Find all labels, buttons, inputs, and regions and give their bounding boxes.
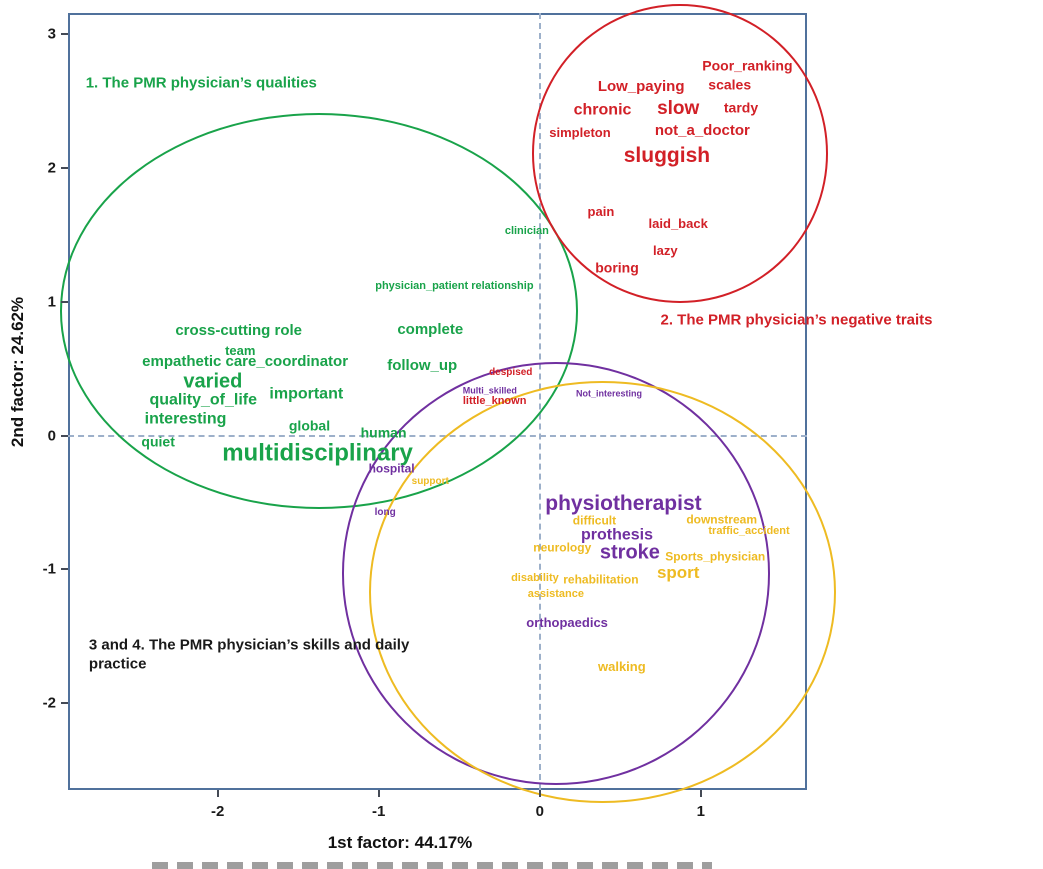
cluster-ellipse-qualities bbox=[59, 113, 579, 510]
cropped-caption-strip bbox=[152, 862, 712, 869]
word-difficult: difficult bbox=[572, 513, 617, 528]
cluster-ellipse-negative-traits bbox=[531, 3, 828, 304]
cluster-title-2: 2. The PMR physician’s negative traits bbox=[660, 311, 933, 329]
word-low-paying: Low_paying bbox=[597, 77, 685, 95]
y-tick-label: 2 bbox=[47, 159, 56, 177]
word-clinician: clinician bbox=[504, 225, 549, 238]
y-tick-mark bbox=[61, 300, 68, 303]
y-tick-label: 3 bbox=[47, 25, 56, 43]
x-tick-mark bbox=[538, 790, 541, 797]
word-multidisciplinary: multidisciplinary bbox=[222, 439, 413, 467]
y-tick-label: 1 bbox=[47, 293, 56, 311]
word-boring: boring bbox=[595, 260, 639, 277]
word-support: support bbox=[411, 476, 449, 488]
y-tick-label: -2 bbox=[42, 694, 56, 712]
word-varied: varied bbox=[183, 370, 243, 393]
word-little-known: little_known bbox=[462, 395, 527, 408]
x-axis-label: 1st factor: 44.17% bbox=[327, 833, 473, 852]
word-physiotherapist: physiotherapist bbox=[545, 491, 702, 515]
word-multi-skilled: Multi_skilled bbox=[462, 385, 517, 396]
word-tardy: tardy bbox=[723, 99, 759, 116]
word-important: important bbox=[269, 386, 344, 404]
word-not-a-doctor: not_a_doctor bbox=[654, 121, 750, 139]
word-physician-patient-relationship: physician_patient relationship bbox=[375, 280, 534, 293]
x-tick-mark bbox=[216, 790, 219, 797]
word-long: long bbox=[374, 506, 396, 518]
word-orthopaedics: orthopaedics bbox=[526, 615, 608, 631]
word-walking: walking bbox=[598, 659, 646, 675]
word-scales: scales bbox=[708, 76, 752, 93]
word-sluggish: sluggish bbox=[623, 144, 711, 168]
word-empathetic-care-coordinator: empathetic care_coordinator bbox=[142, 353, 349, 371]
word-global: global bbox=[288, 417, 331, 434]
word-simpleton: simpleton bbox=[549, 125, 611, 141]
word-follow-up: follow_up bbox=[387, 357, 458, 375]
word-quiet: quiet bbox=[141, 433, 175, 450]
word-laid-back: laid_back bbox=[648, 216, 708, 232]
x-tick-label: -1 bbox=[372, 803, 386, 820]
word-quality-of-life: quality_of_life bbox=[149, 391, 258, 409]
word-despised: despised bbox=[489, 366, 533, 378]
word-cross-cutting-role: cross-cutting role bbox=[175, 322, 302, 340]
word-prothesis: prothesis bbox=[581, 526, 654, 544]
word-pain: pain bbox=[587, 204, 615, 220]
y-tick-mark bbox=[61, 167, 68, 170]
x-tick-mark bbox=[699, 790, 702, 797]
word-sports-physician: Sports_physician bbox=[665, 550, 766, 564]
word-neurology: neurology bbox=[533, 540, 592, 555]
y-tick-mark bbox=[61, 33, 68, 36]
word-hospital: hospital bbox=[368, 461, 415, 476]
x-tick-label: 0 bbox=[535, 803, 544, 820]
word-disability: disability bbox=[511, 571, 559, 584]
cluster-title-1: 1. The PMR physician’s qualities bbox=[85, 74, 317, 92]
plot-area bbox=[68, 13, 807, 790]
word-lazy: lazy bbox=[653, 243, 678, 259]
y-tick-label: 0 bbox=[47, 427, 56, 445]
x-tick-label: -2 bbox=[211, 803, 225, 820]
word-downstream: downstream bbox=[686, 512, 757, 527]
word-sport: sport bbox=[656, 563, 700, 583]
word-human: human bbox=[360, 424, 407, 441]
y-axis-label: 2nd factor: 24.62% bbox=[8, 296, 27, 448]
word-complete: complete bbox=[397, 321, 464, 339]
x-tick-mark bbox=[377, 790, 380, 797]
word-poor-ranking: Poor_ranking bbox=[702, 58, 793, 75]
word-stroke: stroke bbox=[599, 541, 660, 564]
word-traffic-accident: traffic_accident bbox=[708, 525, 790, 538]
y-tick-mark bbox=[61, 434, 68, 437]
word-team: team bbox=[225, 343, 256, 359]
cluster-ellipse-daily-practice bbox=[369, 380, 836, 804]
y-tick-mark bbox=[61, 702, 68, 705]
cluster-title-3: 3 and 4. The PMR physician’s skills and … bbox=[88, 636, 410, 672]
word-assistance: assistance bbox=[527, 587, 584, 600]
word-interesting: interesting bbox=[144, 410, 227, 428]
y-tick-label: -1 bbox=[42, 560, 56, 578]
word-not-interesting: Not_interesting bbox=[575, 388, 642, 399]
x-tick-label: 1 bbox=[696, 803, 705, 820]
word-rehabilitation: rehabilitation bbox=[563, 572, 639, 587]
word-slow: slow bbox=[657, 98, 700, 120]
y-tick-mark bbox=[61, 568, 68, 571]
word-chronic: chronic bbox=[573, 101, 632, 119]
